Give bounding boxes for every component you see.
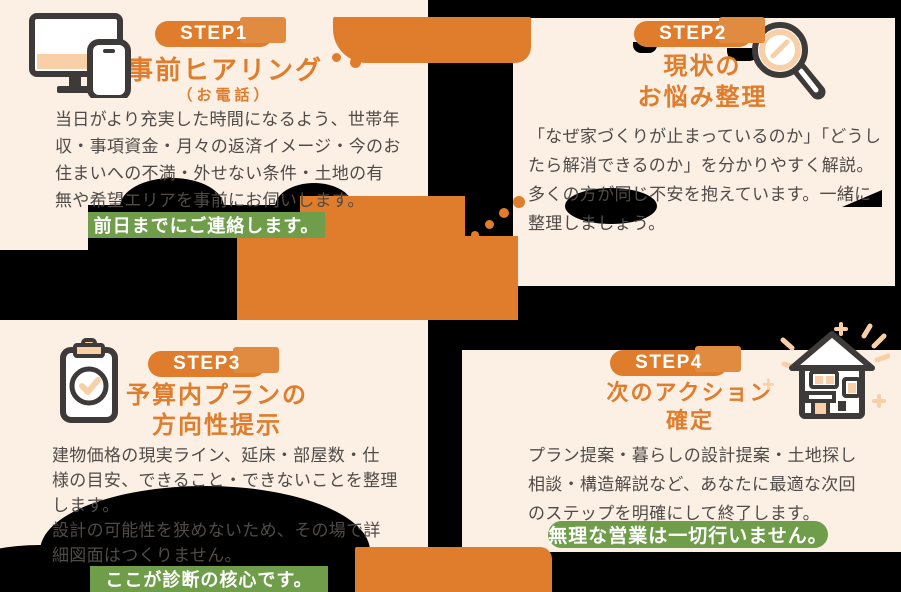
center-connector-block bbox=[237, 236, 518, 320]
step1-body: 当日がより充実した時間になるよう、世帯年 収・事項資金・月々の返済イメージ・今の… bbox=[55, 110, 401, 210]
trail-dot bbox=[499, 208, 509, 218]
trail-dot bbox=[471, 231, 479, 239]
trail-dot bbox=[332, 53, 341, 62]
arrow-banner-bottom bbox=[355, 547, 552, 592]
monitor-phone-icon bbox=[28, 12, 132, 101]
step3-title: 予算内プランの 方向性提示 bbox=[126, 382, 308, 439]
step1-subtitle: （お電話） bbox=[177, 87, 273, 104]
wave-shape bbox=[633, 42, 657, 53]
magnifier-icon bbox=[750, 20, 828, 102]
step1-title: 事前ヒアリング bbox=[126, 55, 323, 85]
step4-tag: 無理な営業は一切行いません。 bbox=[548, 521, 828, 548]
step2-body: 「なぜ家づくりが止まっているのか」「どうし たら解消できるのか」を分かりやすく解… bbox=[528, 127, 882, 233]
center-connector-block bbox=[300, 196, 465, 238]
house-icon bbox=[778, 322, 891, 426]
trail-dot bbox=[513, 196, 525, 208]
step1-tag: 前日までにご連絡します。 bbox=[88, 212, 325, 238]
step3-badge: STEP3 bbox=[148, 347, 279, 377]
step3-tag: ここが診断の核心です。 bbox=[90, 566, 328, 592]
sparkle-icon: + bbox=[762, 372, 775, 397]
step4-body: プラン提案・暮らしの設計提案・土地探し 相談・構造解説など、あなたに最適な次回 … bbox=[528, 446, 857, 523]
step3-body: 建物価格の現実ライン、延床・部屋数・仕 様の目安、できること・できないことを整理… bbox=[52, 446, 398, 565]
arrow-banner-top bbox=[333, 17, 531, 63]
wave-shape bbox=[727, 48, 759, 61]
step1-badge: STEP1 bbox=[155, 17, 286, 47]
step4-badge: STEP4 bbox=[610, 346, 741, 376]
trail-dot bbox=[350, 57, 361, 68]
wave-shape bbox=[565, 188, 657, 224]
step2-card bbox=[513, 18, 895, 286]
step4-title: 次のアクション 確定 bbox=[606, 380, 774, 433]
trail-dot bbox=[485, 220, 494, 229]
step2-title: 現状の お悩み整理 bbox=[637, 53, 768, 111]
clipboard-icon bbox=[58, 338, 120, 426]
step2-badge: STEP2 bbox=[634, 17, 765, 47]
